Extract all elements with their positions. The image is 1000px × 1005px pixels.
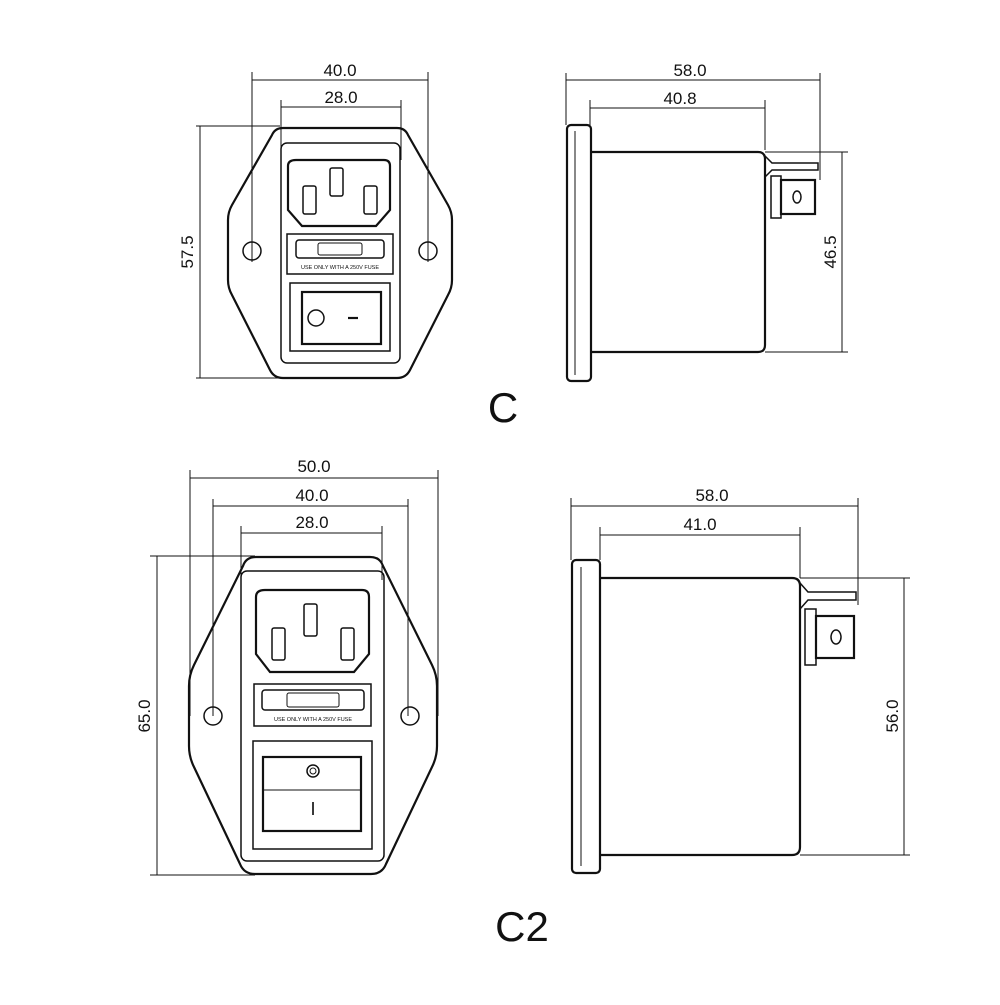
c-caption: C [488,384,518,431]
c-front-dim-40: 40.0 [251,61,429,262]
c2-front-width-flange-label: 50.0 [297,457,330,476]
c-side-depth-body-label: 40.8 [663,89,696,108]
c2-side-depth-total-label: 58.0 [695,486,728,505]
c-side-view: 58.0 40.8 46.5 [565,61,848,383]
c-front-switch-bezel [289,282,391,352]
c-front-pin-right [363,185,378,215]
c2-side-terminal-base [804,608,817,666]
c2-front-pin-right [340,627,355,661]
c2-front-panel [240,570,385,862]
c2-side-terminal-hole [830,629,842,645]
c2-side-height-label: 56.0 [883,699,902,732]
c2-front-dim-65: 65.0 [135,555,255,876]
c2-front-switch-rocker [261,755,363,833]
c-front-rocker-switch [289,282,391,352]
c2-front-switch-bezel [252,740,373,850]
c2-side-flange [570,558,602,875]
c-side-dim-40-8: 40.8 [589,89,766,150]
c2-side-terminal-tab [814,614,856,660]
c-front-view: 40.0 28.0 57.5 [178,61,518,431]
c-side-flange [565,123,593,383]
c-side-height-label: 46.5 [821,235,840,268]
c-side-dim-46-5: 46.5 [765,151,848,353]
c2-front-view: 50.0 40.0 28.0 65.0 [135,457,549,950]
c2-side-terminals [799,582,857,666]
c-side-terminal-tab [779,178,817,216]
c-front-width-inner-label: 28.0 [324,88,357,107]
c-front-switch-rocker [300,290,383,346]
c2-front-width-inner-label: 28.0 [295,513,328,532]
c2-front-on-symbol: I [310,799,315,819]
c-front-dim-57: 57.5 [178,125,280,379]
c2-front-width-outer-label: 40.0 [295,486,328,505]
c-front-mount-hole-left [242,241,262,261]
c-front-pin-left [302,185,317,215]
c-side-dim-58: 58.0 [565,61,821,180]
c-front-earth-pin [329,167,344,197]
c2-side-depth-body-label: 41.0 [683,515,716,534]
c-side-terminal-base [770,175,782,219]
c2-front-dim-40: 40.0 [212,486,409,716]
c-front-iec-socket [286,158,392,228]
c2-side-body [600,576,802,857]
c2-front-off-symbol [306,764,320,778]
c-front-off-symbol [307,309,325,327]
c2-front-mount-hole-right [400,706,420,726]
c-front-fuse-holder: USE ONLY WITH A 250V FUSE [286,233,394,275]
c-front-flange [226,126,454,380]
c2-front-mount-hole-left [203,706,223,726]
c2-side-view: 58.0 41.0 56.0 [570,486,910,875]
c-side-terminal-hole [792,190,802,204]
c2-side-dim-58: 58.0 [570,486,859,605]
c-front-panel [280,142,401,364]
c2-side-dim-41: 41.0 [599,515,801,578]
c2-front-earth-pin [303,603,318,637]
c-side-body [591,150,767,354]
c2-front-iec-socket [254,588,371,674]
c2-front-fuse-frame [253,683,372,727]
c2-front-fuse-drawer [261,689,365,711]
c2-front-dim-28: 28.0 [240,513,383,580]
c-front-width-outer-label: 40.0 [323,61,356,80]
c-front-mount-hole-right [418,241,438,261]
c-front-fuse-frame [286,233,394,275]
c2-front-height-label: 65.0 [135,699,154,732]
c2-front-fuse-holder: USE ONLY WITH A 250V FUSE [253,683,372,727]
c2-front-fuse-text: USE ONLY WITH A 250V FUSE [274,717,352,723]
c2-front-pin-left [271,627,286,661]
c-front-fuse-text: USE ONLY WITH A 250V FUSE [301,265,379,271]
c-front-fuse-drawer [295,239,385,259]
c2-caption: C2 [495,903,549,950]
c2-side-dim-56: 56.0 [800,577,910,856]
c-front-height-label: 57.5 [178,235,197,268]
c2-front-rocker-switch: I [252,740,373,850]
c2-front-flange [187,555,439,876]
c-side-terminals [764,155,819,219]
c-front-dim-28: 28.0 [280,88,402,160]
c-side-depth-total-label: 58.0 [673,61,706,80]
